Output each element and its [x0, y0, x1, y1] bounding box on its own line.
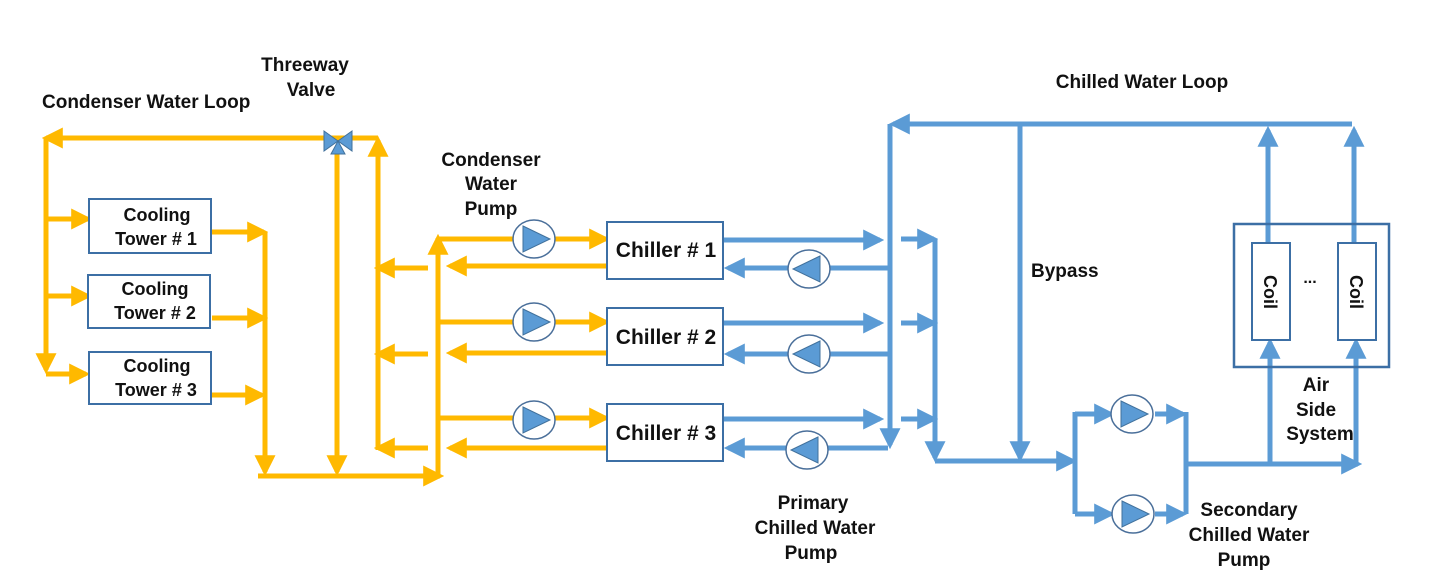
chilled-loop-title: Chilled Water Loop [1056, 72, 1228, 93]
coil-ellipsis: ... [1303, 270, 1316, 287]
chilled-water-loop [723, 113, 1367, 525]
secondary-chilled-water-pumps [1110, 394, 1155, 534]
condenser-pump-label-2: Water [465, 174, 518, 195]
chiller-3-label: Chiller # 3 [616, 422, 716, 445]
labels: Condenser Water Loop Threeway Valve Cond… [42, 55, 1354, 571]
air-side-system[interactable]: Coil ... Coil [1232, 222, 1391, 369]
primary-chilled-water-pumps [785, 249, 831, 470]
coil-2[interactable]: Coil [1337, 242, 1377, 341]
coil-1-box [1251, 242, 1291, 341]
condenser-pump-2-icon[interactable] [512, 302, 556, 342]
air-side-label-2: Side [1296, 400, 1336, 421]
cooling-towers: Cooling Tower # 1 Cooling Tower # 2 Cool… [87, 198, 212, 405]
chiller-2[interactable]: Chiller # 2 [606, 307, 724, 366]
secondary-pump-label-3: Pump [1218, 550, 1271, 571]
cooling-tower-1[interactable]: Cooling Tower # 1 [88, 198, 212, 254]
secondary-pump-1-icon[interactable] [1110, 394, 1154, 434]
condenser-pump-label-1: Condenser [441, 150, 541, 171]
primary-pump-label-1: Primary [778, 493, 849, 514]
cooling-tower-1-box [88, 198, 212, 254]
chiller-1[interactable]: Chiller # 1 [606, 221, 724, 280]
air-side-label-3: System [1286, 424, 1354, 445]
chiller-3-box [606, 403, 724, 462]
primary-pump-3-icon[interactable] [785, 430, 829, 470]
coil-2-label: Coil [1346, 275, 1366, 309]
primary-pump-label-3: Pump [785, 543, 838, 564]
coil-1-label: Coil [1260, 275, 1280, 309]
coil-1[interactable]: Coil [1251, 242, 1291, 341]
cooling-tower-2[interactable]: Cooling Tower # 2 [87, 274, 211, 329]
cooling-tower-1-line1: Cooling [124, 205, 191, 225]
condenser-water-pumps [512, 219, 556, 440]
cooling-tower-1-line2: Tower # 1 [115, 229, 197, 249]
air-side-box [1232, 222, 1391, 369]
chillers: Chiller # 1 Chiller # 2 Chiller # 3 [606, 221, 724, 462]
secondary-pump-label-2: Chilled Water [1189, 525, 1310, 546]
primary-pump-label-2: Chilled Water [755, 518, 876, 539]
threeway-valve-label-1: Threeway [261, 55, 349, 76]
cooling-tower-3-line2: Tower # 3 [115, 380, 197, 400]
condenser-pump-label-3: Pump [465, 199, 518, 220]
secondary-pump-2-icon[interactable] [1111, 494, 1155, 534]
condenser-pump-3-icon[interactable] [512, 400, 556, 440]
primary-pump-2-icon[interactable] [787, 334, 831, 374]
secondary-pump-label-1: Secondary [1200, 500, 1298, 521]
condenser-loop-title: Condenser Water Loop [42, 92, 250, 113]
threeway-valve-label-2: Valve [287, 80, 336, 101]
chiller-1-label: Chiller # 1 [616, 239, 717, 262]
condenser-pump-1-icon[interactable] [512, 219, 556, 259]
cooling-tower-3-line1: Cooling [124, 356, 191, 376]
cooling-tower-3-box [88, 351, 212, 405]
cooling-tower-3[interactable]: Cooling Tower # 3 [88, 351, 212, 405]
chiller-2-box [606, 307, 724, 366]
cooling-tower-2-line1: Cooling [122, 279, 189, 299]
chiller-2-label: Chiller # 2 [616, 326, 716, 349]
chiller-3[interactable]: Chiller # 3 [606, 403, 724, 462]
threeway-valve-icon[interactable] [323, 130, 353, 155]
bypass-label: Bypass [1031, 261, 1099, 282]
coil-2-box [1337, 242, 1377, 341]
air-side-label-1: Air [1303, 375, 1330, 396]
chiller-1-box [606, 221, 724, 280]
cooling-tower-2-line2: Tower # 2 [114, 303, 196, 323]
cooling-tower-2-box [87, 274, 211, 329]
primary-pump-1-icon[interactable] [787, 249, 831, 289]
